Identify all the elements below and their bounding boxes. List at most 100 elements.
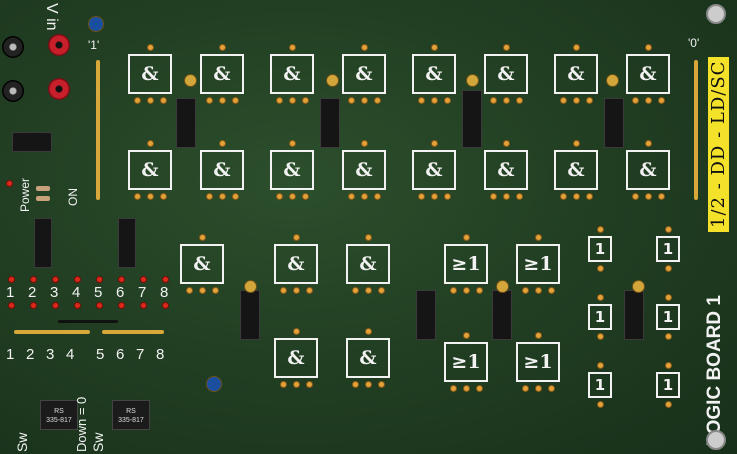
- connection-pad[interactable]: [219, 140, 226, 147]
- connection-pad[interactable]: [645, 193, 652, 200]
- connection-pad[interactable]: [212, 287, 219, 294]
- connection-pad[interactable]: [645, 140, 652, 147]
- connection-pad[interactable]: [535, 234, 542, 241]
- connection-pad[interactable]: [548, 385, 555, 392]
- connection-pad[interactable]: [293, 328, 300, 335]
- connection-pad[interactable]: [535, 287, 542, 294]
- connection-pad[interactable]: [219, 193, 226, 200]
- connection-pad[interactable]: [418, 193, 425, 200]
- connection-pad[interactable]: [586, 193, 593, 200]
- connection-pad[interactable]: [280, 381, 287, 388]
- connection-pad[interactable]: [289, 97, 296, 104]
- connection-pad[interactable]: [289, 44, 296, 51]
- input-jack-black-2[interactable]: [2, 80, 24, 102]
- connection-pad[interactable]: [658, 193, 665, 200]
- connection-pad[interactable]: [219, 44, 226, 51]
- connection-pad[interactable]: [490, 193, 497, 200]
- connection-pad[interactable]: [597, 226, 604, 233]
- connection-pad[interactable]: [374, 193, 381, 200]
- connection-pad[interactable]: [232, 193, 239, 200]
- connection-pad[interactable]: [186, 287, 193, 294]
- connection-pad[interactable]: [463, 332, 470, 339]
- connection-pad[interactable]: [476, 287, 483, 294]
- connection-pad[interactable]: [431, 97, 438, 104]
- connection-pad[interactable]: [374, 97, 381, 104]
- connection-pad[interactable]: [444, 97, 451, 104]
- connection-pad[interactable]: [348, 97, 355, 104]
- connection-pad[interactable]: [503, 97, 510, 104]
- connection-pad[interactable]: [665, 362, 672, 369]
- connection-pad[interactable]: [361, 44, 368, 51]
- input-jack-red-1[interactable]: [48, 34, 70, 56]
- connection-pad[interactable]: [665, 294, 672, 301]
- connection-pad[interactable]: [503, 193, 510, 200]
- connection-pad[interactable]: [361, 140, 368, 147]
- connection-pad[interactable]: [134, 97, 141, 104]
- connection-pad[interactable]: [232, 97, 239, 104]
- connection-pad[interactable]: [535, 385, 542, 392]
- connection-pad[interactable]: [134, 193, 141, 200]
- connection-pad[interactable]: [206, 97, 213, 104]
- connection-pad[interactable]: [597, 401, 604, 408]
- connection-pad[interactable]: [476, 385, 483, 392]
- connection-pad[interactable]: [573, 193, 580, 200]
- connection-pad[interactable]: [378, 381, 385, 388]
- connection-pad[interactable]: [573, 44, 580, 51]
- connection-pad[interactable]: [361, 193, 368, 200]
- connection-pad[interactable]: [276, 97, 283, 104]
- connection-pad[interactable]: [302, 193, 309, 200]
- connection-pad[interactable]: [597, 362, 604, 369]
- connection-pad[interactable]: [147, 140, 154, 147]
- dip-switch-1[interactable]: RS 335-817: [40, 400, 78, 430]
- connection-pad[interactable]: [444, 193, 451, 200]
- connection-pad[interactable]: [645, 97, 652, 104]
- connection-pad[interactable]: [450, 287, 457, 294]
- connection-pad[interactable]: [463, 234, 470, 241]
- connection-pad[interactable]: [147, 44, 154, 51]
- connection-pad[interactable]: [431, 140, 438, 147]
- connection-pad[interactable]: [516, 97, 523, 104]
- connection-pad[interactable]: [365, 234, 372, 241]
- connection-pad[interactable]: [431, 193, 438, 200]
- connection-pad[interactable]: [293, 287, 300, 294]
- connection-pad[interactable]: [365, 287, 372, 294]
- connection-pad[interactable]: [352, 381, 359, 388]
- connection-pad[interactable]: [573, 140, 580, 147]
- connection-pad[interactable]: [560, 97, 567, 104]
- power-switch[interactable]: [10, 132, 54, 152]
- connection-pad[interactable]: [147, 193, 154, 200]
- connection-pad[interactable]: [548, 287, 555, 294]
- connection-pad[interactable]: [573, 97, 580, 104]
- connection-pad[interactable]: [206, 193, 213, 200]
- connection-pad[interactable]: [535, 332, 542, 339]
- connection-pad[interactable]: [160, 193, 167, 200]
- connection-pad[interactable]: [516, 193, 523, 200]
- connection-pad[interactable]: [522, 385, 529, 392]
- connection-pad[interactable]: [160, 97, 167, 104]
- connection-pad[interactable]: [365, 381, 372, 388]
- connection-pad[interactable]: [348, 193, 355, 200]
- connection-pad[interactable]: [365, 328, 372, 335]
- connection-pad[interactable]: [293, 234, 300, 241]
- connection-pad[interactable]: [597, 333, 604, 340]
- connection-pad[interactable]: [658, 97, 665, 104]
- connection-pad[interactable]: [597, 294, 604, 301]
- connection-pad[interactable]: [306, 381, 313, 388]
- connection-pad[interactable]: [632, 193, 639, 200]
- connection-pad[interactable]: [665, 265, 672, 272]
- connection-pad[interactable]: [560, 193, 567, 200]
- input-jack-red-2[interactable]: [48, 78, 70, 100]
- connection-pad[interactable]: [361, 97, 368, 104]
- dip-switch-2[interactable]: RS 335-817: [112, 400, 150, 430]
- connection-pad[interactable]: [302, 97, 309, 104]
- connection-pad[interactable]: [586, 97, 593, 104]
- connection-pad[interactable]: [450, 385, 457, 392]
- connection-pad[interactable]: [147, 97, 154, 104]
- connection-pad[interactable]: [463, 287, 470, 294]
- connection-pad[interactable]: [665, 401, 672, 408]
- connection-pad[interactable]: [352, 287, 359, 294]
- connection-pad[interactable]: [665, 226, 672, 233]
- connection-pad[interactable]: [431, 44, 438, 51]
- connection-pad[interactable]: [645, 44, 652, 51]
- connection-pad[interactable]: [522, 287, 529, 294]
